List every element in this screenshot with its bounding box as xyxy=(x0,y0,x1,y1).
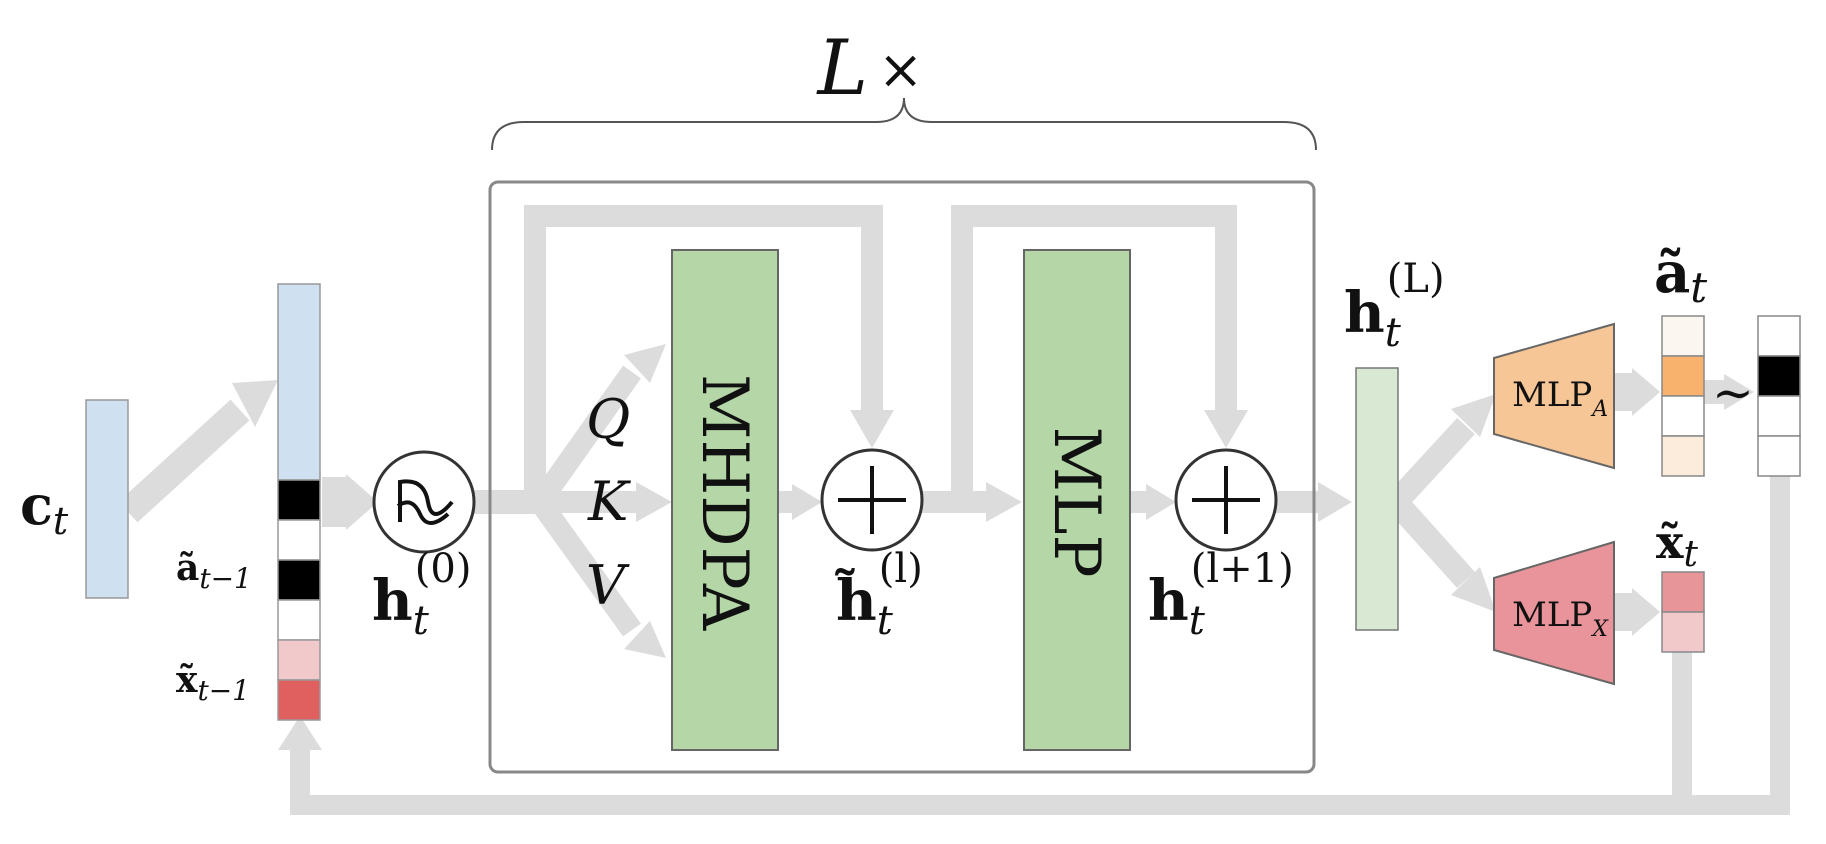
residual-loop-2-head xyxy=(1204,410,1248,448)
mhdpa-block xyxy=(671,249,779,751)
at-cell xyxy=(1661,395,1705,437)
arrow-hL-mlpX-head xyxy=(1451,567,1496,612)
sampled-cell xyxy=(1757,355,1801,397)
input-context-cell xyxy=(277,283,321,481)
arrow-hL-mlpA-head xyxy=(1451,394,1496,437)
at-cell xyxy=(1661,435,1705,477)
hl-tilde-label: h̃t(l) xyxy=(835,546,923,644)
mlp-a-label: MLPA xyxy=(1512,375,1608,422)
mlp-a-block xyxy=(1493,322,1615,470)
input-action-cell xyxy=(277,479,321,521)
h0-label: ht(0) xyxy=(372,546,471,644)
arrow-plus2-head xyxy=(1318,482,1352,522)
arrow-mlpX-head xyxy=(1632,588,1660,636)
arrow-ct-head xyxy=(232,380,278,427)
arrow-q-head xyxy=(624,344,666,383)
xt-output-vector xyxy=(1661,571,1705,653)
repeat-times-label: × xyxy=(878,38,923,101)
residual-loop-2 xyxy=(951,205,1237,502)
activation-icon-wave xyxy=(396,500,450,525)
input-state-cell xyxy=(277,639,321,681)
concat-input-vector xyxy=(277,283,321,721)
k-label: K xyxy=(587,470,631,533)
arrow-v xyxy=(531,495,641,637)
mlp-label: MLP xyxy=(1039,426,1113,577)
input-state-cell xyxy=(277,679,321,721)
ct-label: ct xyxy=(20,473,69,543)
ct-vector xyxy=(85,399,129,599)
x-prev-label: x̃t−1 xyxy=(176,659,250,707)
q-label: Q xyxy=(586,388,630,451)
mlp-block xyxy=(1023,249,1131,751)
sampled-cell xyxy=(1757,315,1801,357)
sampled-cell xyxy=(1757,395,1801,437)
arrow-mhdpa-head xyxy=(792,484,822,520)
sample-symbol: ∼ xyxy=(1712,364,1754,422)
repeat-brace xyxy=(491,97,1317,151)
activation-icon xyxy=(398,479,454,522)
at-label: ãt xyxy=(1654,240,1707,312)
a-prev-label: ãt−1 xyxy=(176,547,252,595)
embedding-node xyxy=(372,450,476,554)
arrow-mlpA-head xyxy=(1632,368,1660,416)
embedding-circle xyxy=(372,450,476,554)
feedback-loop-a xyxy=(290,476,1790,815)
hL-vector xyxy=(1355,367,1399,631)
transformer-block-frame xyxy=(488,180,1316,774)
residual-add-2 xyxy=(1174,448,1278,552)
sampled-cell xyxy=(1757,435,1801,477)
arrow-q xyxy=(531,365,641,509)
at-cell xyxy=(1661,355,1705,397)
hl1-label: ht(l+1) xyxy=(1148,546,1294,644)
arrow-at-head xyxy=(1724,374,1754,410)
repeat-L-label: L xyxy=(816,23,868,112)
v-label: V xyxy=(586,554,630,617)
input-action-cell xyxy=(277,599,321,641)
arrow-input-head xyxy=(346,474,378,530)
sampled-action-vector xyxy=(1757,315,1801,477)
arrow-hL-to-mlpX xyxy=(1387,493,1475,589)
at-cell xyxy=(1661,315,1705,357)
arrow-mlp-head xyxy=(1146,484,1176,520)
xt-cell xyxy=(1661,611,1705,653)
flow-arrows xyxy=(118,205,1790,815)
mlp-x-label: MLPX xyxy=(1512,595,1609,642)
at-output-vector xyxy=(1661,315,1705,477)
mhdpa-label: MHDPA xyxy=(687,374,761,631)
arrow-plus1-head xyxy=(986,482,1022,522)
xt-label: x̃t xyxy=(1656,515,1698,575)
residual-add-1 xyxy=(820,448,924,552)
arrow-ct-to-input xyxy=(118,399,250,523)
input-action-cell xyxy=(277,559,321,601)
feedback-loop-head xyxy=(278,716,322,750)
hL-label: ht(L) xyxy=(1344,256,1445,356)
residual-loop-1-head xyxy=(850,410,894,448)
residual-loop-1 xyxy=(524,205,883,502)
input-action-cell xyxy=(277,519,321,561)
arrow-k-head xyxy=(636,482,672,522)
xt-cell xyxy=(1661,571,1705,613)
arrow-hL-to-mlpA xyxy=(1387,417,1475,511)
arrow-v-head xyxy=(624,621,666,658)
mlp-x-block xyxy=(1493,540,1615,686)
